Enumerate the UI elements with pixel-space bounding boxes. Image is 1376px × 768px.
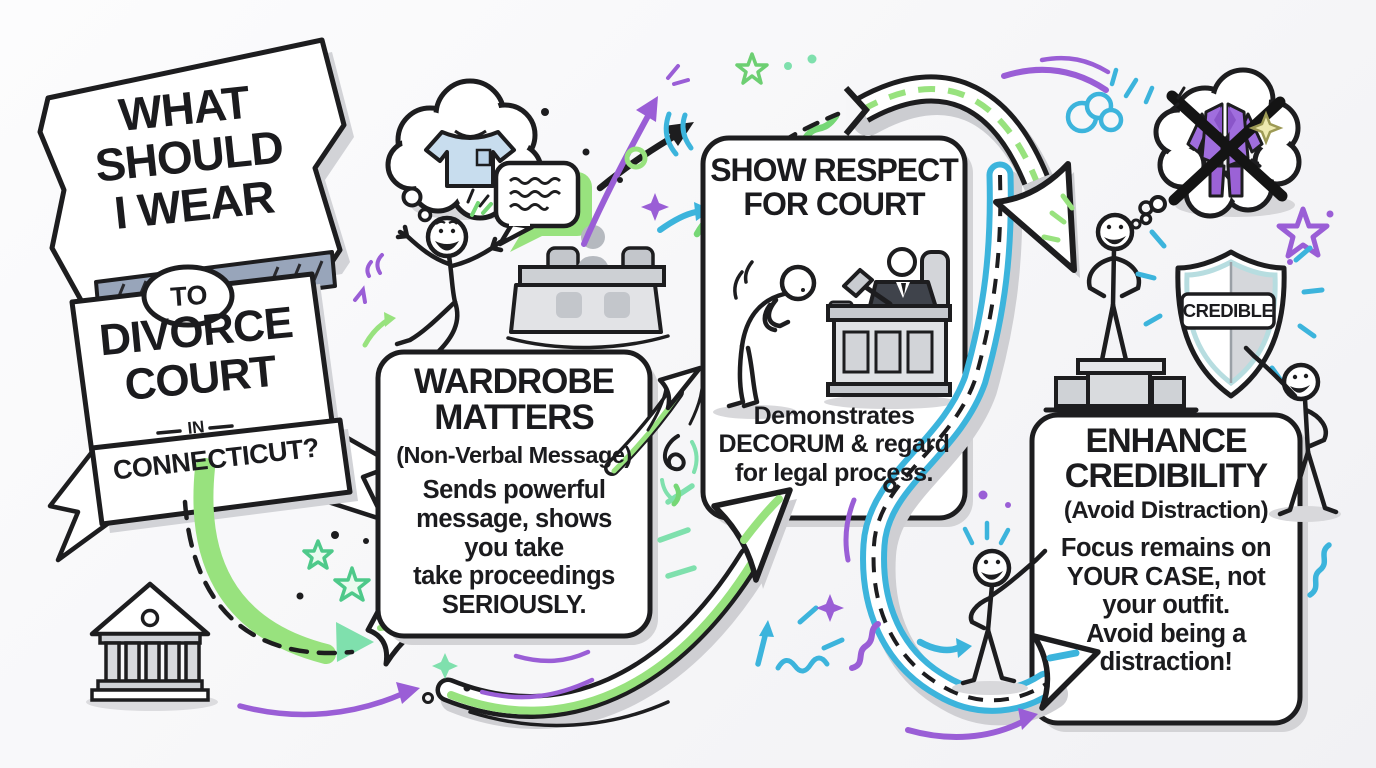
blue-j-arrow — [843, 161, 1101, 740]
thought-cloud-tshirt — [385, 78, 544, 223]
bowing-figure — [713, 260, 817, 419]
cross-out-x-icon — [1166, 90, 1288, 206]
blue-cloud-doodle — [1065, 91, 1124, 134]
credibility-box-subtitle: (Avoid Distraction) — [1063, 497, 1269, 524]
green-stars — [296, 531, 371, 602]
tshirt-icon — [424, 129, 516, 188]
stick-figure-pointing-up — [952, 520, 1048, 695]
wardrobe-box — [375, 349, 658, 645]
title-banner-shape — [37, 37, 398, 563]
stick-figure-podium — [1041, 193, 1199, 413]
green-arrow-upper — [604, 365, 704, 476]
shield-label: CREDIBLE — [1182, 300, 1274, 321]
big-top-arrow — [843, 55, 1155, 278]
wardrobe-box-body: Sends powerful message, shows you take t… — [413, 476, 615, 620]
stick-figure-pointing-shield — [1243, 345, 1341, 598]
respect-box-body: Demonstrates DECORUM & regard for legal … — [718, 402, 950, 487]
wardrobe-box-subtitle: (Non-Verbal Message) — [396, 442, 632, 468]
credibility-box-title: ENHANCE CREDIBILITY — [1064, 422, 1268, 496]
judge-bench — [824, 247, 956, 409]
wardrobe-box-title: WARDROBE MATTERS — [413, 362, 615, 437]
courthouse-icon — [86, 581, 218, 711]
credibility-box-body: Focus remains on YOUR CASE, not your out… — [1060, 534, 1272, 677]
credibility-box — [1029, 412, 1308, 732]
no-suit-thought-cloud — [1139, 67, 1302, 226]
speech-bubble — [493, 160, 592, 252]
respect-box-title: SHOW RESPECT FOR COURT — [710, 152, 959, 222]
big-green-arrow — [422, 483, 845, 729]
courtroom-gallery — [506, 225, 670, 350]
purple-arrow-bottom-left — [237, 682, 420, 718]
spiral-doodle — [660, 434, 699, 507]
banner-in-text: IN — [186, 417, 206, 438]
banner-question-text: WHAT SHOULD I WEAR — [92, 75, 286, 239]
